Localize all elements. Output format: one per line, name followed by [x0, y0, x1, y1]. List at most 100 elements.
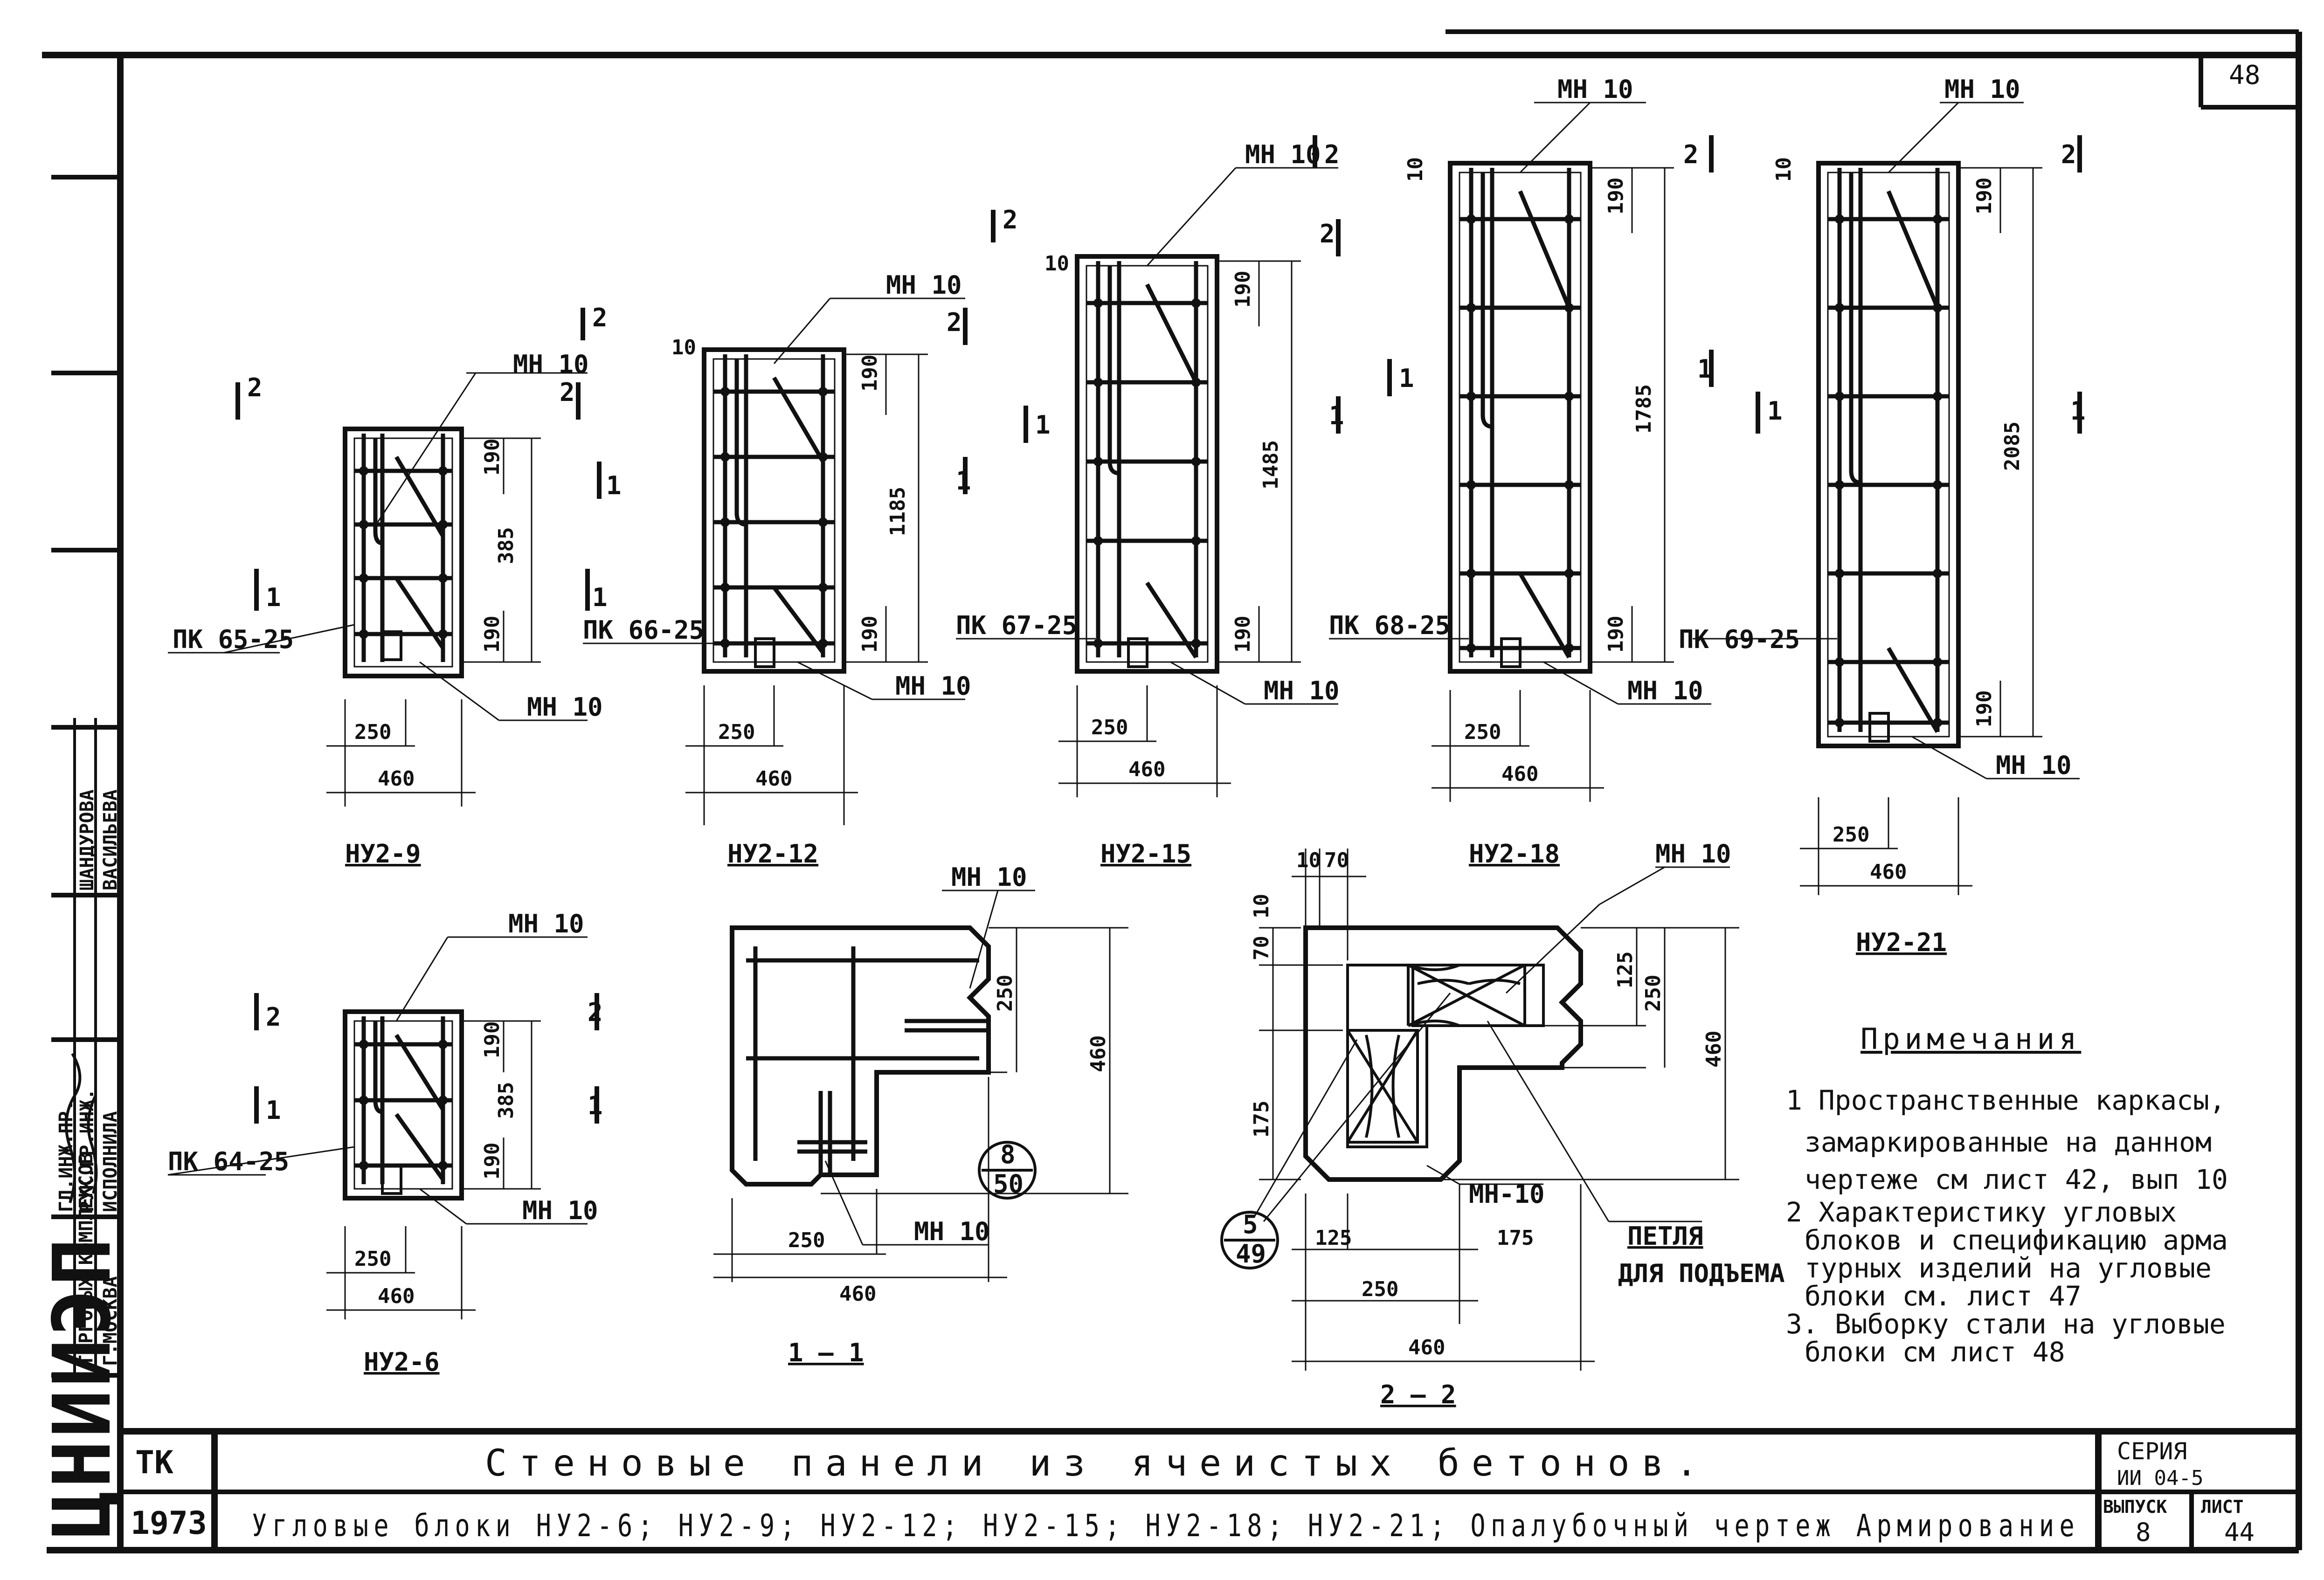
mesh-label-bottom: МН 10	[527, 692, 603, 722]
dim-top-a: 10	[1404, 157, 1427, 182]
frame-label: ПК 68-25	[1329, 611, 1450, 640]
loop-label-1: ПЕТЛЯ	[1627, 1221, 1703, 1251]
page-number: 48	[2229, 60, 2260, 90]
note-line-9: блоки см лист 48	[1805, 1336, 2065, 1368]
dim-2-2-left-b: 70	[1250, 936, 1273, 960]
block-name: НУ2-12	[727, 839, 818, 869]
callout-top: 5	[1243, 1210, 1258, 1239]
vypusk-value: 8	[2136, 1518, 2151, 1547]
callout-bottom: 49	[1236, 1239, 1266, 1269]
mesh-label-dash: МН-10	[1469, 1180, 1545, 1209]
section-2-2: 10 70 175 10 70 125 250 460 125 175 250 …	[1220, 839, 1785, 1409]
dim-edge-top: 190	[1604, 178, 1628, 214]
mesh-label-top: МН 10	[508, 909, 584, 938]
dim-edge-top: 190	[480, 1021, 504, 1058]
list-label: ЛИСТ	[2201, 1497, 2244, 1517]
mesh-label-bottom: МН 10	[914, 1217, 990, 1246]
stamp-name-1: ШАНДУРОВА	[76, 789, 98, 890]
dim-edge-bottom: 190	[1604, 616, 1628, 653]
dim-2-2-bottom-d: 460	[1408, 1336, 1445, 1359]
title-main: Стеновые панели из ячеистых бетонов.	[485, 1442, 1710, 1484]
section-mark-2-right: 2	[1683, 140, 1699, 169]
section-mark-2: 2	[592, 303, 608, 332]
mesh-label-top: МН 10	[886, 270, 962, 300]
seria-label: СЕРИЯ	[2117, 1438, 2187, 1465]
callout-top: 8	[1000, 1140, 1016, 1169]
dim-2-2-bottom-a: 125	[1315, 1226, 1352, 1250]
mesh-label-bottom: МН 10	[895, 671, 971, 701]
dim-2-2-left-a: 10	[1250, 894, 1273, 918]
mesh-label-top: МН 10	[951, 862, 1027, 892]
note-line-8: 3. Выборку стали на угловые	[1786, 1308, 2226, 1340]
frame-label: ПК 64-25	[168, 1147, 289, 1176]
notes: Примечания 1 Пространственные каркасы, з…	[1786, 1022, 2228, 1368]
stamp-role-3: ИСПОЛНИЛА	[100, 1111, 121, 1212]
note-line-1: 1 Пространственные каркасы,	[1786, 1084, 2226, 1116]
loop-label-2: ДЛЯ ПОДЪЕМА	[1618, 1259, 1785, 1288]
section-mark-2-right: 2	[1320, 219, 1335, 248]
dim-2-2-bottom-b: 175	[1497, 1226, 1534, 1250]
section-mark-2: 2	[247, 373, 263, 402]
dim-width: 460	[1128, 758, 1165, 781]
mesh-label-top: МН 10	[1245, 140, 1321, 169]
institute-name: ЦНИИЭП	[36, 1235, 129, 1539]
stamp-org-2: Г.МОСКВА	[100, 1276, 121, 1366]
note-line-4: 2 Характеристику угловых	[1786, 1196, 2177, 1228]
dim-2-2-right-c: 460	[1702, 1031, 1726, 1068]
detail-callout-5-49	[1220, 1211, 1279, 1270]
sheet-frame: 48	[42, 29, 2302, 1553]
frame-label: ПК 66-25	[583, 615, 704, 645]
dim-2-2-left-c: 175	[1250, 1101, 1273, 1138]
detail-callout-8-50	[978, 1141, 1037, 1200]
note-line-3: чертеже см лист 42, вып 10	[1805, 1164, 2228, 1195]
frame-label: ПК 69-25	[1679, 625, 1800, 654]
section-mark-2: 2	[1003, 205, 1018, 235]
section-mark-1: 1	[1035, 410, 1051, 440]
dim-height: 385	[494, 1082, 518, 1119]
dim-1-1-right-a: 250	[993, 975, 1017, 1012]
callout-bottom: 50	[993, 1169, 1024, 1199]
block-name: НУ2-18	[1469, 839, 1560, 869]
frame-label: ПК 67-25	[956, 611, 1077, 640]
dim-2-2-top-a: 10	[1296, 849, 1321, 872]
mesh-label-top: МН 10	[1944, 75, 2020, 104]
section-label: 2 — 2	[1380, 1380, 1456, 1409]
section-mark-2-right: 2	[947, 308, 962, 337]
block-nu2-6: 385 190 190 250 460 МН 10 ПК 64-25 МН 10…	[167, 909, 603, 1377]
dim-2-2-right-a: 125	[1613, 952, 1637, 988]
mesh-label-bottom: МН 10	[1996, 751, 2072, 780]
tk-label: ТК	[135, 1444, 173, 1481]
block-nu2-21: 2085 190 190 10 250 460 МН 10 ПК 69-25 М…	[1679, 75, 2086, 957]
dim-inner: 250	[354, 1247, 391, 1271]
dim-width: 460	[378, 767, 415, 791]
dim-width: 460	[1870, 860, 1907, 884]
mesh-label-top: МН 10	[1557, 75, 1633, 104]
dim-2-2-bottom-c: 250	[1362, 1277, 1398, 1301]
dim-2-2-right-b: 250	[1641, 975, 1665, 1012]
dim-height: 1785	[1632, 384, 1656, 434]
block-nu2-18: 1785 190 190 10 250 460 МН 10 ПК 68-25 М…	[1313, 75, 1714, 869]
block-nu2-12: 1185 190 190 10 250 460 МН 10 ПК 66-25 М…	[581, 270, 971, 869]
section-mark-1: 1	[1399, 364, 1414, 393]
dim-1-1-right-b: 460	[1086, 1035, 1110, 1072]
dim-edge-top: 190	[480, 439, 504, 476]
section-mark-2-right: 2	[560, 378, 575, 407]
section-label: 1 — 1	[788, 1338, 864, 1367]
dim-edge-top: 190	[1972, 178, 1996, 214]
note-line-2: замаркированные на данном	[1805, 1126, 2212, 1158]
dim-width: 460	[755, 767, 792, 791]
section-mark-1: 1	[266, 1096, 281, 1125]
dim-inner: 250	[718, 720, 755, 744]
title-sub: Угловые блоки НУ2-6; НУ2-9; НУ2-12; НУ2-…	[252, 1508, 2080, 1544]
section-mark-1-right: 1	[592, 583, 608, 612]
block-name: НУ2-9	[345, 839, 421, 869]
title-block: ТК 1973 Стеновые панели из ячеистых бето…	[120, 1428, 2299, 1550]
vypusk-label: ВЫПУСК	[2103, 1497, 2167, 1517]
dim-width: 460	[378, 1284, 415, 1308]
dim-edge-bottom: 190	[858, 616, 882, 653]
block-name: НУ2-6	[364, 1347, 440, 1377]
notes-heading: Примечания	[1861, 1022, 2081, 1056]
mesh-label-bottom: МН 10	[1627, 676, 1703, 705]
section-mark-1: 1	[606, 471, 622, 500]
